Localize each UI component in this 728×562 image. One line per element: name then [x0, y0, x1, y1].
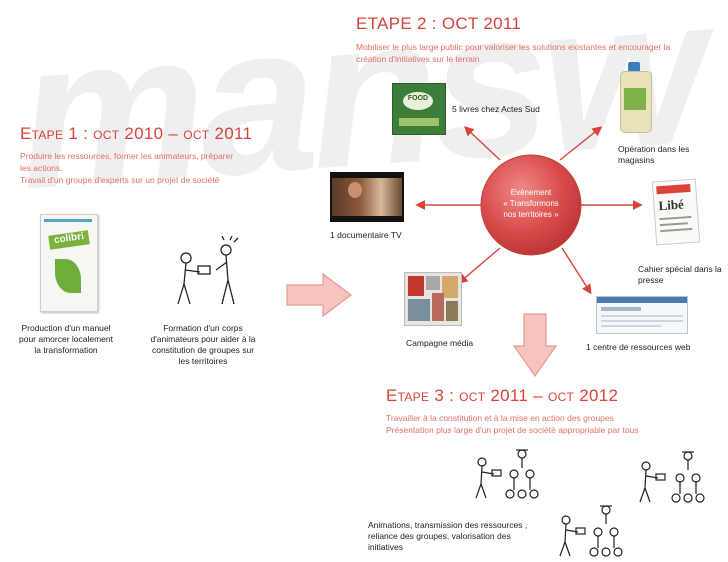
stage1-line3: Travail d'un groupe d'experts sur un pro… [20, 175, 220, 185]
arrow-to-stage2 [286, 272, 352, 318]
manual-caption: Production d'un manuel pour amorcer loca… [18, 323, 113, 355]
web-caption: 1 centre de ressources web [586, 342, 691, 352]
web-resource-center-screenshot [596, 296, 688, 334]
background-watermark: mansw [11, 0, 725, 200]
stage3-title: Etape 3 : oct 2011 – oct 2012 [386, 386, 619, 405]
media-caption: Campagne média [406, 338, 474, 348]
press-caption: Cahier spécial dans la presse [638, 264, 722, 285]
stores-caption: Opération dans les magasins [618, 144, 690, 165]
books-cover: FOOD [392, 83, 446, 135]
manual-book-cover: colibri [40, 214, 98, 312]
stage1-title: Etape 1 : oct 2010 – oct 2011 [20, 124, 253, 143]
stage1-line1: Produire les ressources, former les anim… [20, 151, 234, 161]
tv-documentary-still [330, 172, 404, 222]
press-cover-text: Libé [657, 196, 685, 214]
books-caption: 5 livres chez Actes Sud [452, 104, 540, 114]
stage1-description: Produire les ressources, former les anim… [20, 150, 290, 186]
background-watermark-text: mansw [11, 0, 725, 200]
stage3-line2: Présentation plus large d'un projet de s… [386, 425, 639, 435]
arrow-to-stage3 [512, 313, 558, 378]
stage2-line1: Mobiliser le plus large public pour valo… [356, 42, 671, 52]
media-campaign-collage [404, 272, 462, 326]
stage1-line2: les actions. [20, 163, 63, 173]
store-product-bottle [618, 62, 652, 133]
stage2-title: ETAPE 2 : OCT 2011 [356, 14, 522, 33]
stage3-line1: Travailler à la constitution et à la mis… [386, 413, 614, 423]
stage3-description: Travailler à la constitution et à la mis… [386, 412, 716, 436]
center-event-bubble [480, 154, 582, 256]
stage2-description: Mobiliser le plus large public pour valo… [356, 41, 716, 65]
books-cover-text: FOOD [407, 95, 429, 102]
leaf-illustration [55, 259, 81, 293]
training-sketch-illustration [177, 236, 239, 305]
group-animation-sketches [475, 449, 705, 557]
press-newspaper-cover: Libé [651, 178, 701, 246]
center-event-label: Evénement « Transformons nos territoires… [489, 187, 573, 220]
tv-caption: 1 documentaire TV [330, 230, 402, 240]
center-line3: nos territoires » [503, 210, 559, 219]
stage3-caption: Animations, transmission des ressources … [368, 520, 528, 552]
center-line1: Evénement [510, 188, 552, 197]
center-line2: « Transformons [503, 199, 559, 208]
stage2-line2: création d'initiatives sur le terrain [356, 54, 480, 64]
training-caption: Formation d'un corps d'animateurs pour a… [150, 323, 256, 366]
